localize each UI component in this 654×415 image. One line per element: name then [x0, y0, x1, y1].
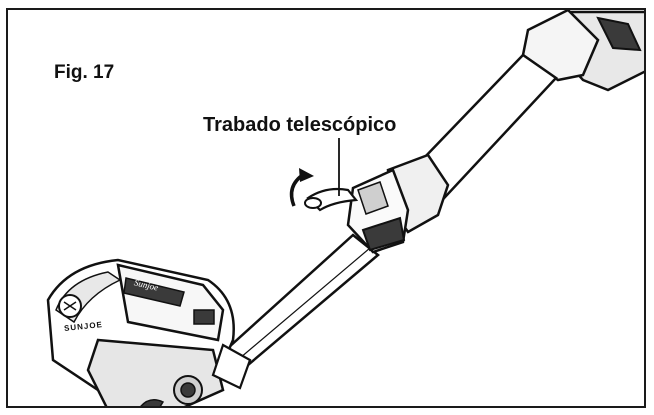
telescopic-lock: [304, 153, 450, 254]
callout-label: Trabado telescópico: [203, 114, 397, 136]
lower-shaft: [226, 233, 380, 367]
rotate-arrow-icon: [289, 168, 314, 207]
figure-label: Fig. 17: [54, 62, 115, 83]
figure-frame: Fig. 17 Trabado telescópico SUNJOE Sunjo…: [6, 8, 646, 408]
motor-head: [46, 258, 252, 406]
trimmer-illustration: [46, 10, 644, 406]
